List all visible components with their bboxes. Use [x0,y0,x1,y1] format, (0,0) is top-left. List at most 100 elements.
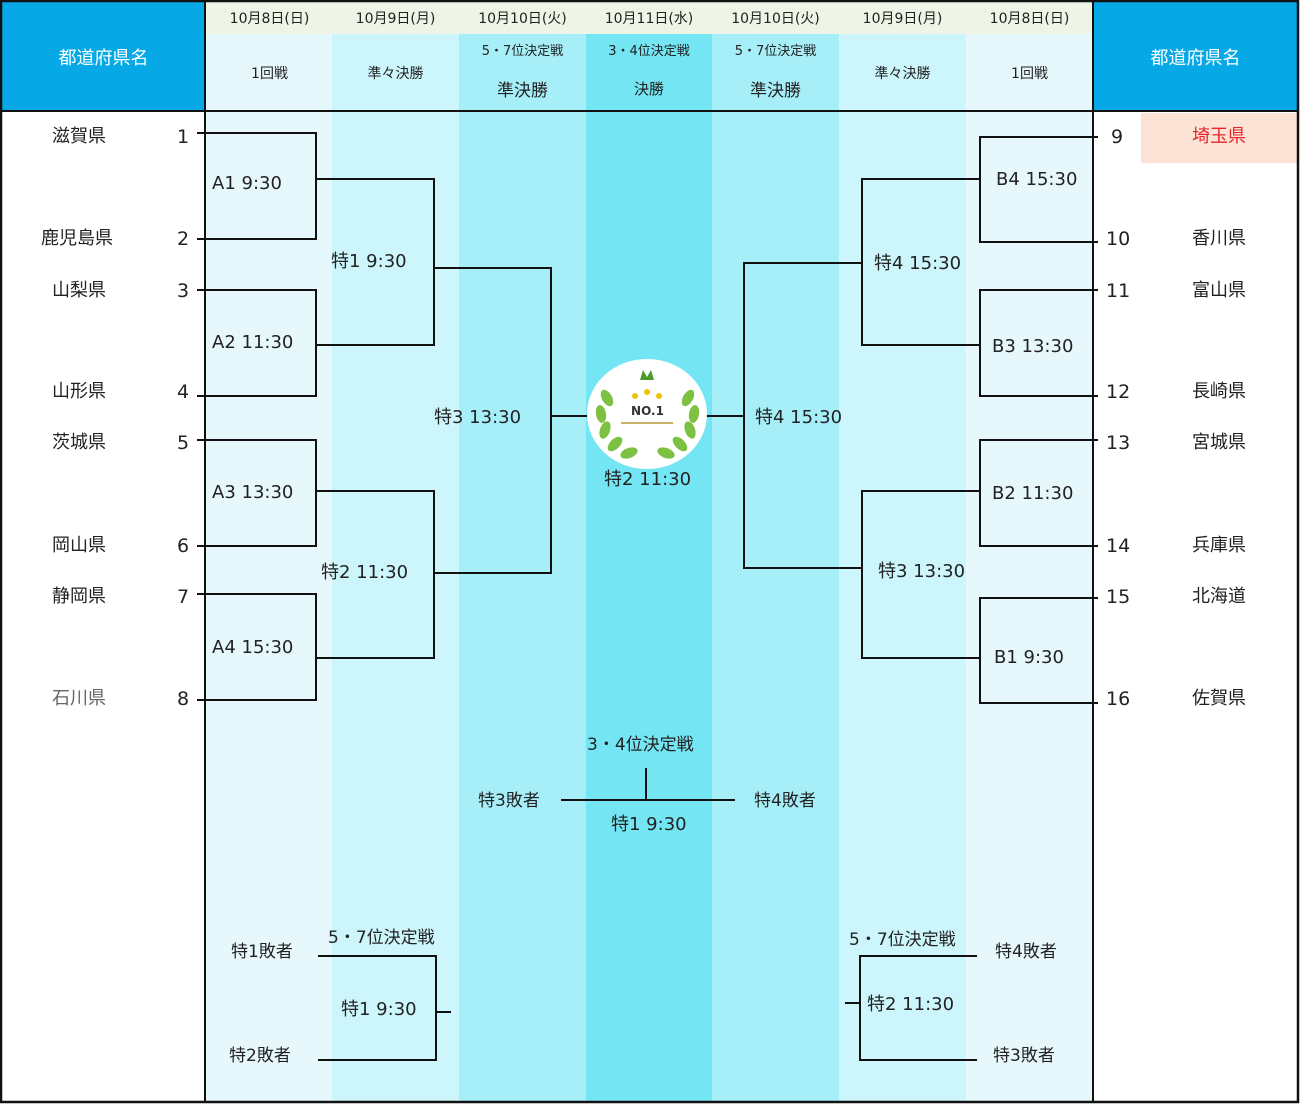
right-pref-15: 北海道 [1192,586,1246,607]
bracket-a1 [197,132,317,240]
right-pref-16: 佐賀県 [1192,688,1246,709]
left-pref-8: 石川県 [52,688,106,709]
match-left-qf2: 特2 11:30 [321,562,409,583]
date-col-5: 10月10日(火) [712,2,840,35]
round-first-left: 1回戦 [205,34,334,111]
fifth-right-top: 特4敗者 [995,942,1057,962]
left-seed-5: 5 [177,432,190,454]
laurel-icon [587,359,707,469]
col-bg-semi-left [459,111,586,1102]
third-place-title: 3・4位決定戦 [587,735,694,755]
round-semi-left: 準決勝 [459,65,587,111]
round-final: 決勝 [586,65,713,111]
fifth-left-top: 特1敗者 [231,942,293,962]
match-a2: A2 11:30 [212,332,294,353]
right-pref-9: 埼玉県 [1192,126,1246,147]
right-seed-12: 12 [1106,381,1131,403]
left-pref-6: 岡山県 [52,535,106,556]
pref-header-right: 都道府県名 [1093,2,1298,111]
col-bg-quarter-right [839,111,966,1102]
left-pref-7: 静岡県 [52,586,106,607]
date-col-7: 10月8日(日) [966,2,1094,35]
trophy-text: NO.1 [631,404,664,418]
right-seed-14: 14 [1106,535,1131,557]
match-left-sf: 特3 13:30 [434,407,522,428]
left-pref-4: 山形県 [52,381,106,402]
left-pref-2: 鹿児島県 [41,228,113,249]
right-seed-10: 10 [1106,228,1131,250]
crown-icon [640,370,654,380]
bracket-fifth-right [859,955,977,1061]
bracket-a3 [197,439,317,547]
highlight-cell [1141,113,1297,163]
match-right-sf: 特4 15:30 [755,407,843,428]
left-pref-5: 茨城県 [52,432,106,453]
left-seed-7: 7 [177,586,190,608]
pref-header-left-label: 都道府県名 [58,47,149,69]
left-seed-3: 3 [177,280,190,302]
match-right-qf2: 特3 13:30 [878,561,966,582]
fifth-left-bottom: 特2敗者 [229,1046,291,1066]
round-first-right: 1回戦 [966,34,1094,111]
fifth-left-match: 特1 9:30 [341,999,417,1020]
col-bg-first-right [966,111,1093,1102]
right-seed-15: 15 [1106,586,1131,608]
right-seed-11: 11 [1106,280,1131,302]
right-pref-11: 富山県 [1192,280,1246,301]
bracket-b1 [979,597,1098,704]
left-seed-8: 8 [177,688,190,710]
match-a4: A4 15:30 [212,637,294,658]
right-seed-13: 13 [1106,432,1131,454]
round-fifth-right: 5・7位決定戦 [712,34,840,66]
left-pref-3: 山梨県 [52,280,106,301]
match-final: 特2 11:30 [604,469,692,490]
date-col-4: 10月11日(水) [586,2,713,35]
left-seed-6: 6 [177,535,190,557]
match-b2: B2 11:30 [992,483,1074,504]
match-right-qf1: 特4 15:30 [874,253,962,274]
right-pref-13: 宮城県 [1192,432,1246,453]
date-col-1: 10月8日(日) [205,2,334,35]
bracket-a4 [197,593,317,701]
bracket-b3 [979,289,1098,397]
col-bg-semi-right [712,111,839,1102]
bracket-left-qf2 [316,490,435,659]
left-seed-2: 2 [177,228,190,250]
bracket-a2 [197,289,317,397]
bracket-right-qf2 [861,490,980,659]
left-pref-1: 滋賀県 [52,126,106,147]
match-b1: B1 9:30 [994,647,1064,668]
right-pref-10: 香川県 [1192,228,1246,249]
bracket-fifth-left [318,955,437,1061]
match-b4: B4 15:30 [996,169,1078,190]
fifth-right-title: 5・7位決定戦 [849,930,956,950]
date-col-2: 10月9日(月) [332,2,460,35]
match-a3: A3 13:30 [212,482,294,503]
fifth-right-match: 特2 11:30 [867,994,955,1015]
col-bg-final [586,111,712,1102]
third-place-right: 特4敗者 [754,791,816,811]
right-pref-14: 兵庫県 [1192,535,1246,556]
col-bg-first-left [205,111,332,1102]
bracket-left-qf1 [316,178,435,346]
match-a1: A1 9:30 [212,173,282,194]
right-pref-12: 長崎県 [1192,381,1246,402]
bracket-b4 [979,136,1098,243]
round-quarter-right: 準々決勝 [839,34,967,111]
pref-header-left: 都道府県名 [2,2,205,111]
round-fifth-left: 5・7位決定戦 [459,34,587,66]
fifth-right-bottom: 特3敗者 [993,1046,1055,1066]
right-seed-16: 16 [1106,688,1131,710]
bracket-b2 [979,439,1098,547]
match-left-qf1: 特1 9:30 [331,251,407,272]
date-col-6: 10月9日(月) [839,2,967,35]
trophy-emblem: NO.1 [585,358,710,470]
pref-header-right-label: 都道府県名 [1150,47,1241,69]
third-place-match: 特1 9:30 [611,814,687,835]
round-quarter-left: 準々決勝 [332,34,460,111]
left-seed-4: 4 [177,381,190,403]
col-bg-quarter-left [332,111,459,1102]
round-semi-right: 準決勝 [712,65,840,111]
